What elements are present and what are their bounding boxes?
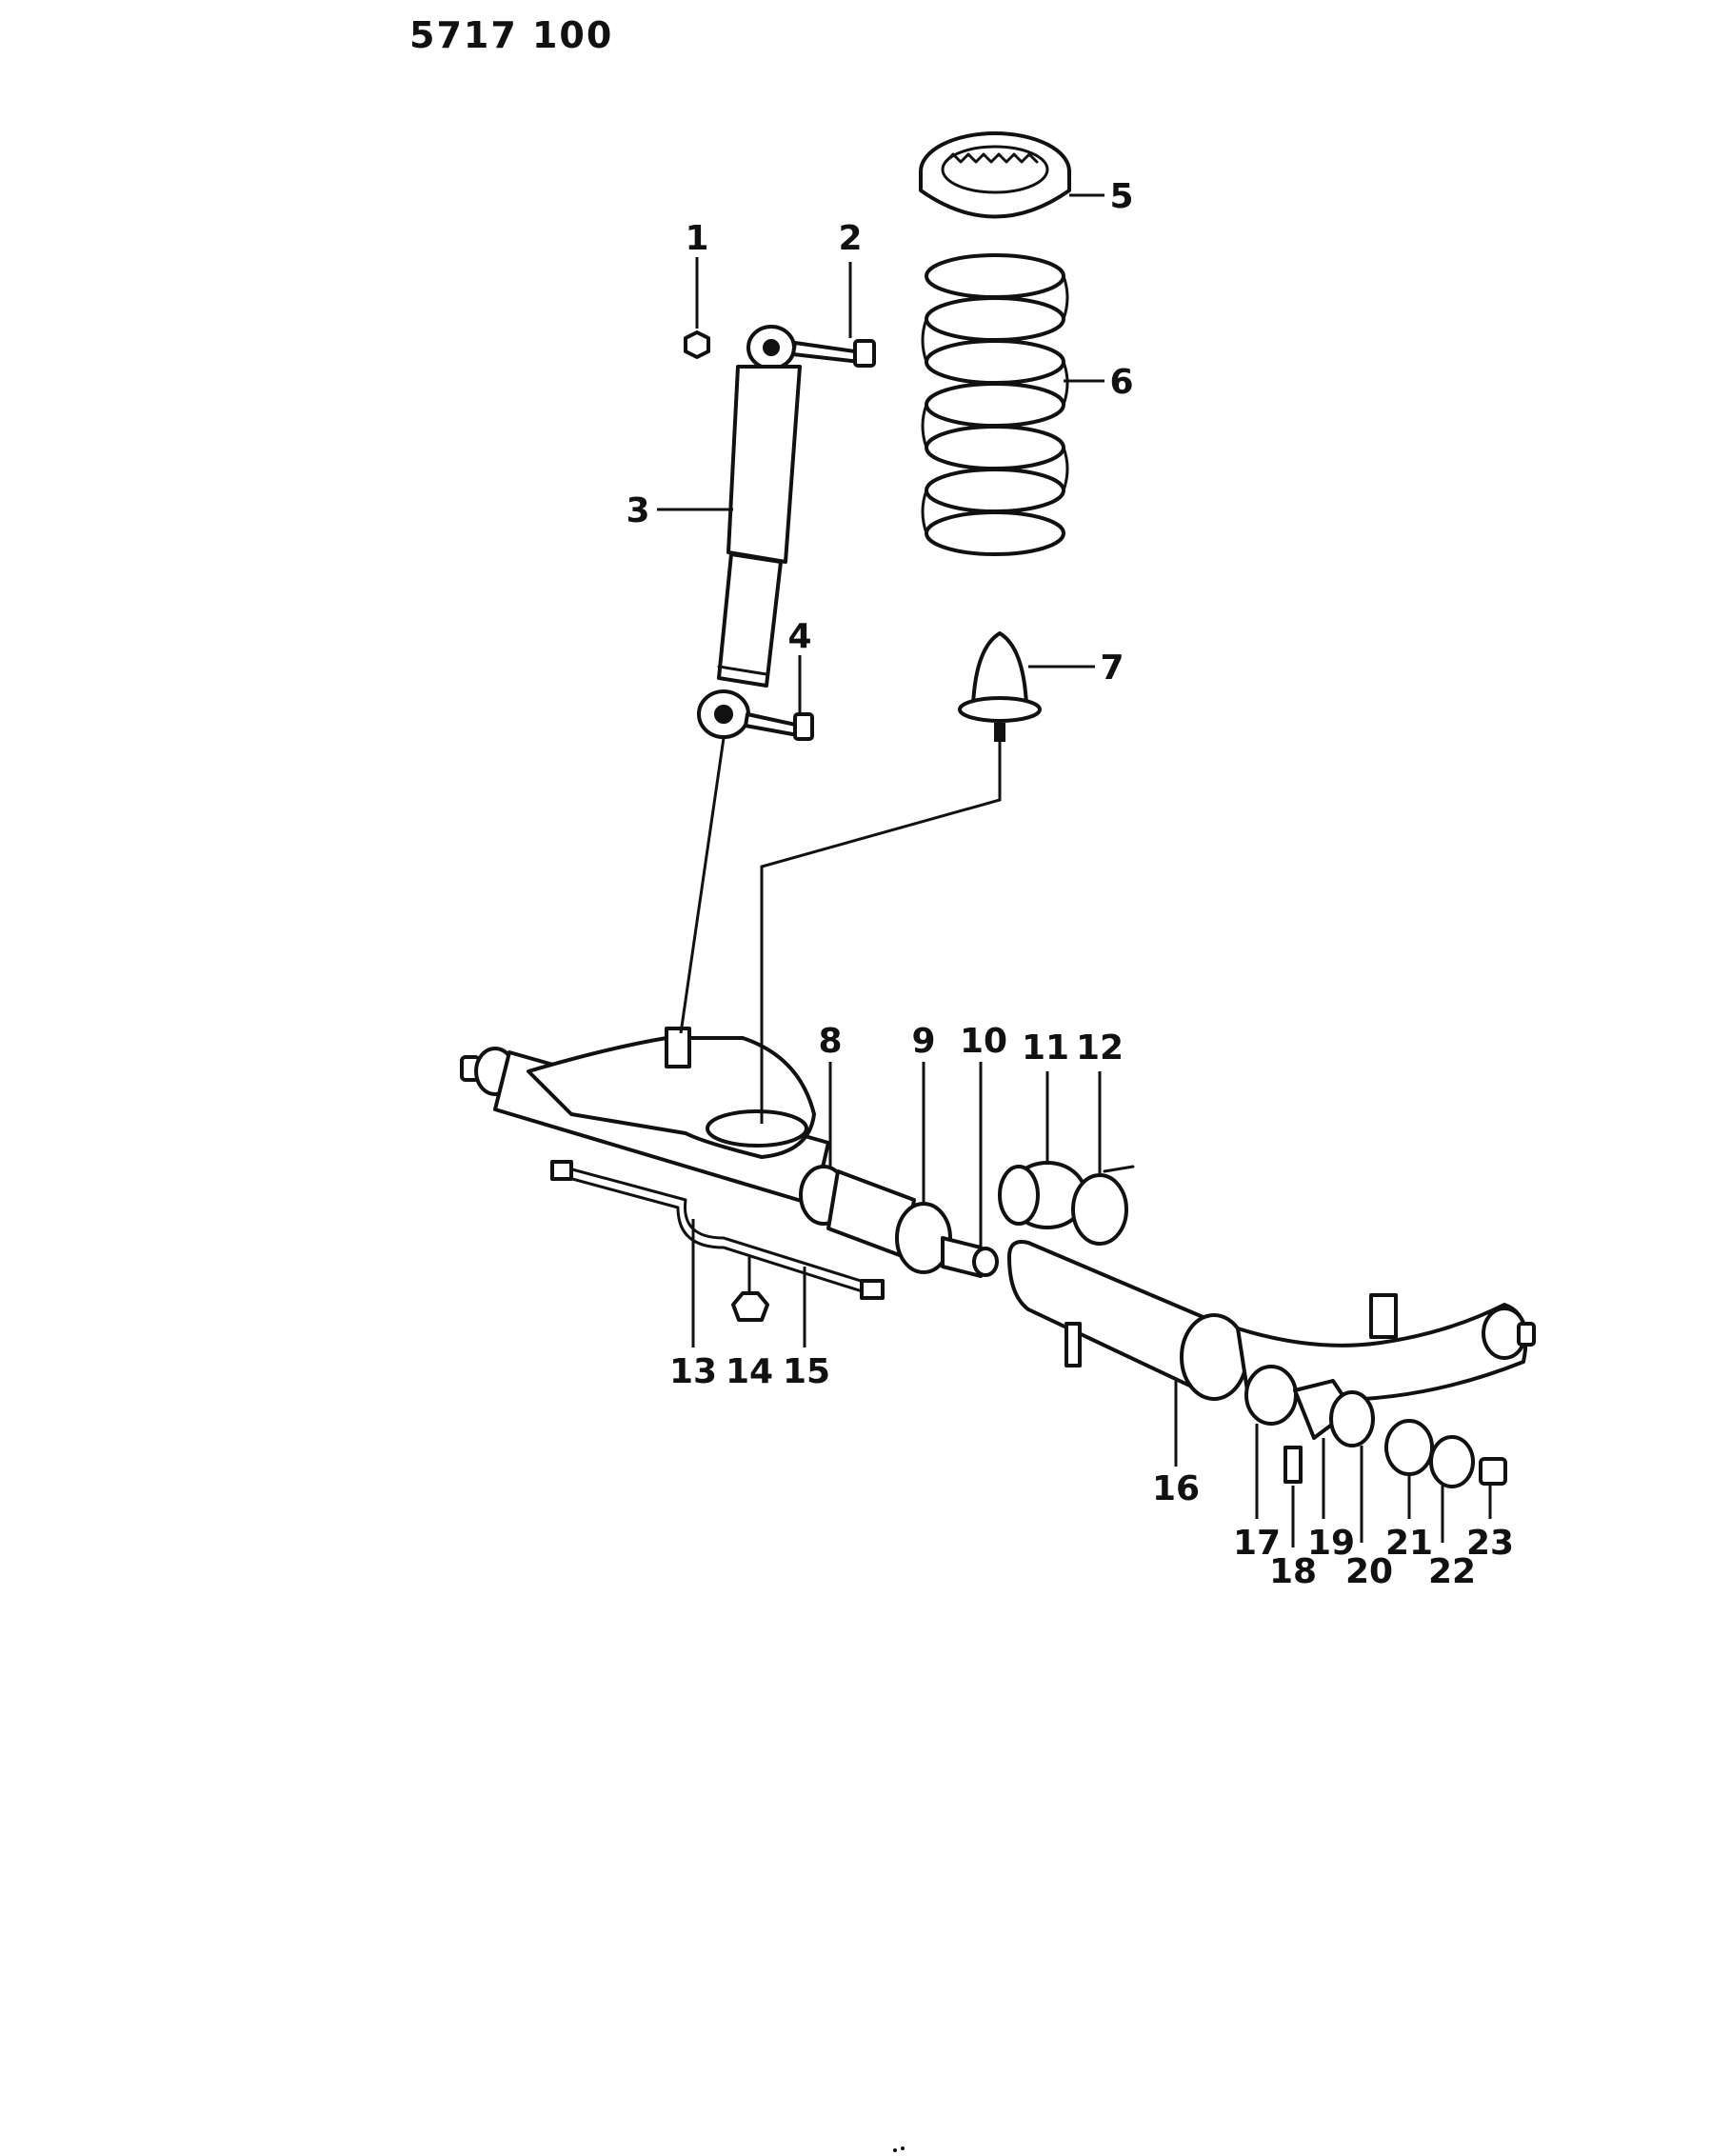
callout-9: 9 — [911, 1022, 935, 1061]
callout-22: 22 — [1428, 1552, 1476, 1591]
bolt-icon — [744, 712, 814, 741]
callout-8: 8 — [818, 1022, 842, 1061]
callout-19: 19 — [1307, 1524, 1355, 1563]
callout-18: 18 — [1269, 1552, 1317, 1591]
bolt-icon — [791, 339, 876, 368]
callout-10: 10 — [960, 1022, 1007, 1061]
callout-11: 11 — [1022, 1028, 1069, 1068]
callout-3: 3 — [626, 491, 649, 530]
bushing-icon — [998, 1161, 1135, 1246]
bump-stopper-icon — [958, 631, 1042, 742]
callout-23: 23 — [1466, 1524, 1514, 1563]
callout-5: 5 — [1109, 177, 1133, 216]
callout-6: 6 — [1109, 363, 1133, 402]
leader-lines — [657, 193, 1492, 1547]
callout-13: 13 — [669, 1352, 717, 1391]
callout-2: 2 — [838, 219, 862, 258]
callout-21: 21 — [1385, 1524, 1433, 1563]
coil-spring-icon — [921, 253, 1069, 556]
callout-16: 16 — [1152, 1469, 1200, 1508]
spring-seat-icon — [919, 131, 1071, 219]
nut-icon — [684, 330, 710, 359]
shock-absorber-icon — [697, 325, 802, 739]
callout-20: 20 — [1345, 1552, 1393, 1591]
callout-4: 4 — [787, 617, 811, 656]
callout-15: 15 — [783, 1352, 830, 1391]
callout-14: 14 — [726, 1352, 773, 1391]
scan-speck — [893, 2146, 905, 2152]
callout-17: 17 — [1233, 1524, 1281, 1563]
axle-beam-icon — [460, 1027, 1536, 1402]
callout-7: 7 — [1100, 649, 1124, 688]
callout-1: 1 — [685, 219, 708, 258]
callout-12: 12 — [1076, 1028, 1124, 1068]
washer-icon — [1244, 1365, 1507, 1488]
diagram-code: 5717 100 — [409, 14, 613, 56]
